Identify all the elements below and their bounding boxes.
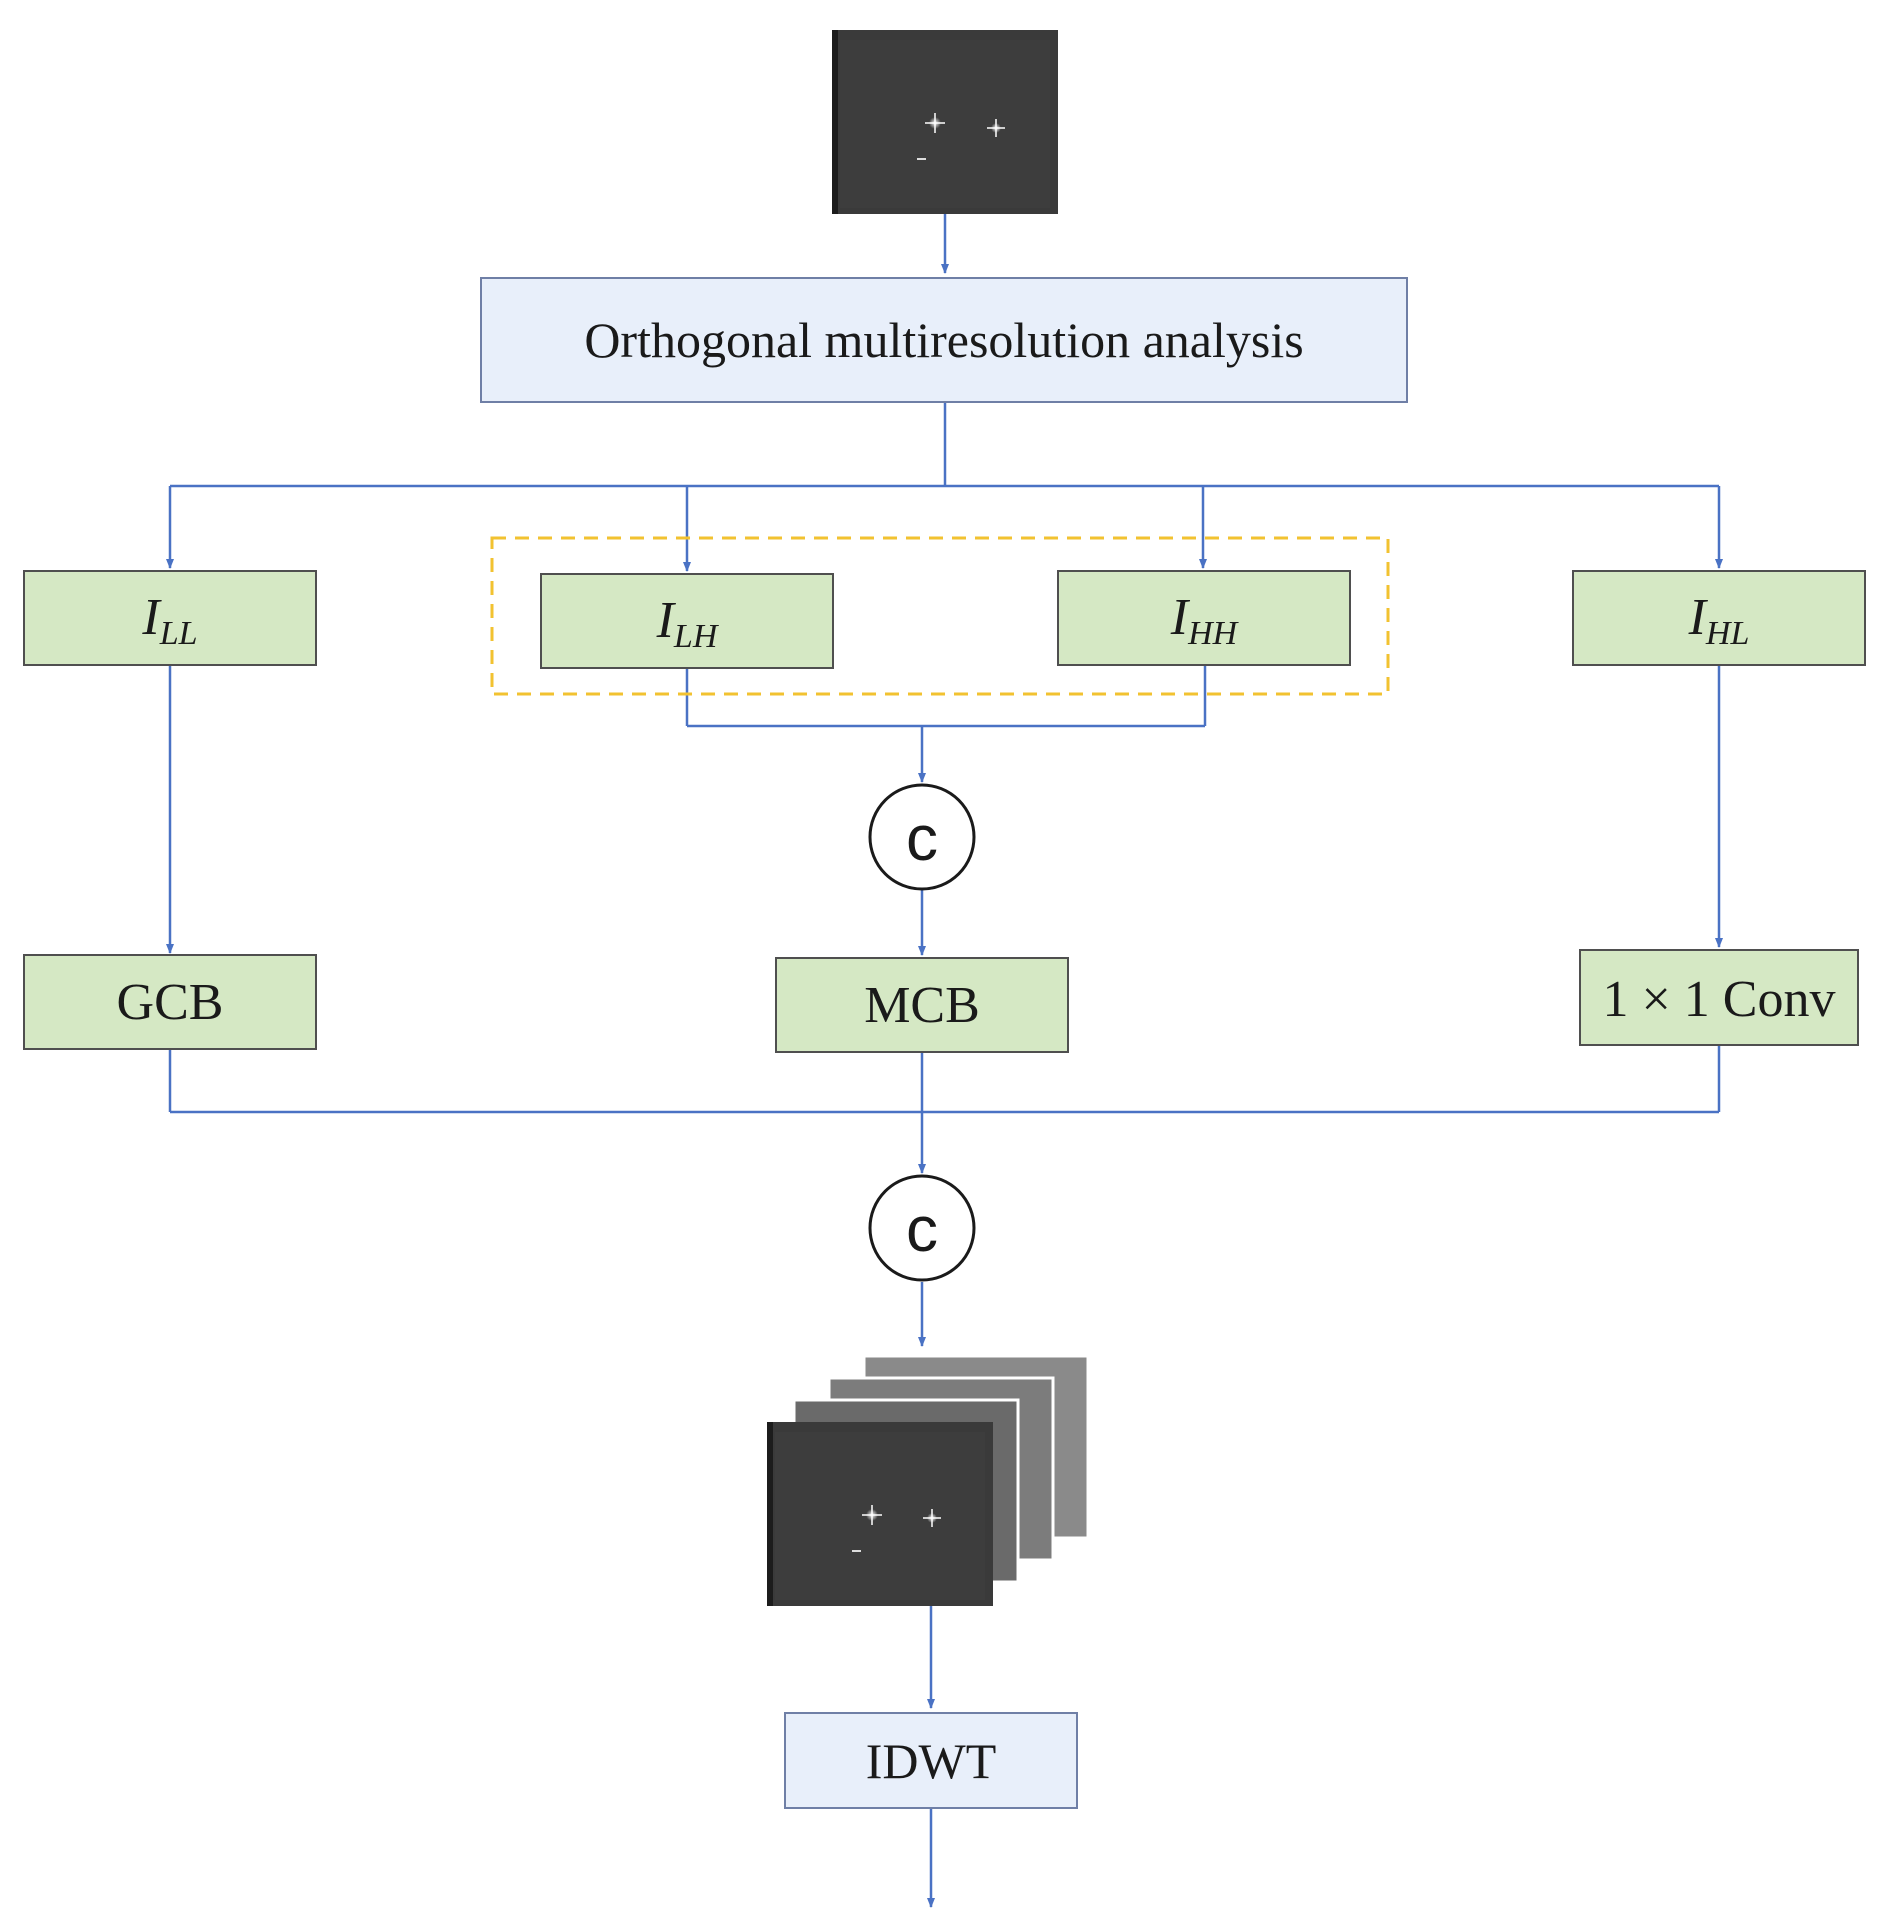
- subband-hh-subscript: HH: [1187, 615, 1240, 652]
- gcb-label: GCB: [117, 974, 224, 1031]
- highfreq-group-outline: [490, 536, 1390, 696]
- subband-lh-symbol: I: [656, 592, 677, 649]
- subband-hh-box: IHH: [1057, 570, 1351, 666]
- star-icon: [987, 119, 1005, 137]
- concat-symbol: c: [906, 802, 938, 874]
- subband-lh-box: ILH: [540, 573, 834, 669]
- subband-hl-box: IHL: [1572, 570, 1866, 666]
- svg-text:IHL: IHL: [1688, 589, 1750, 652]
- svg-text:IHH: IHH: [1170, 589, 1240, 652]
- subband-hh-symbol: I: [1170, 589, 1191, 646]
- svg-text:ILL: ILL: [141, 589, 197, 652]
- feature-stack-icon: [767, 1354, 1090, 1606]
- subband-lh-subscript: LH: [673, 618, 720, 655]
- concat-node-2: c: [868, 1174, 976, 1282]
- idwt-label: IDWT: [866, 1733, 997, 1789]
- connectors: [166, 214, 1723, 1908]
- star-icon: [862, 1505, 882, 1525]
- conv-label: 1 × 1 Conv: [1602, 971, 1835, 1028]
- subband-hl-subscript: HL: [1705, 615, 1749, 652]
- subband-hl-symbol: I: [1688, 589, 1709, 646]
- mcb-label: MCB: [864, 977, 980, 1034]
- star-icon: [925, 113, 945, 133]
- subband-ll-subscript: LL: [159, 615, 198, 652]
- star-icon: [923, 1509, 941, 1527]
- analysis-box: Orthogonal multiresolution analysis: [480, 277, 1408, 403]
- analysis-label: Orthogonal multiresolution analysis: [584, 312, 1303, 368]
- concat-symbol: c: [906, 1193, 938, 1265]
- input-image-icon: [832, 30, 1058, 214]
- concat-node-1: c: [868, 783, 976, 891]
- svg-text:ILH: ILH: [656, 592, 720, 655]
- idwt-box: IDWT: [784, 1712, 1078, 1809]
- conv-box: 1 × 1 Conv: [1579, 949, 1859, 1046]
- mcb-box: MCB: [775, 957, 1069, 1053]
- subband-ll-box: ILL: [23, 570, 317, 666]
- gcb-box: GCB: [23, 954, 317, 1050]
- subband-ll-symbol: I: [141, 589, 162, 646]
